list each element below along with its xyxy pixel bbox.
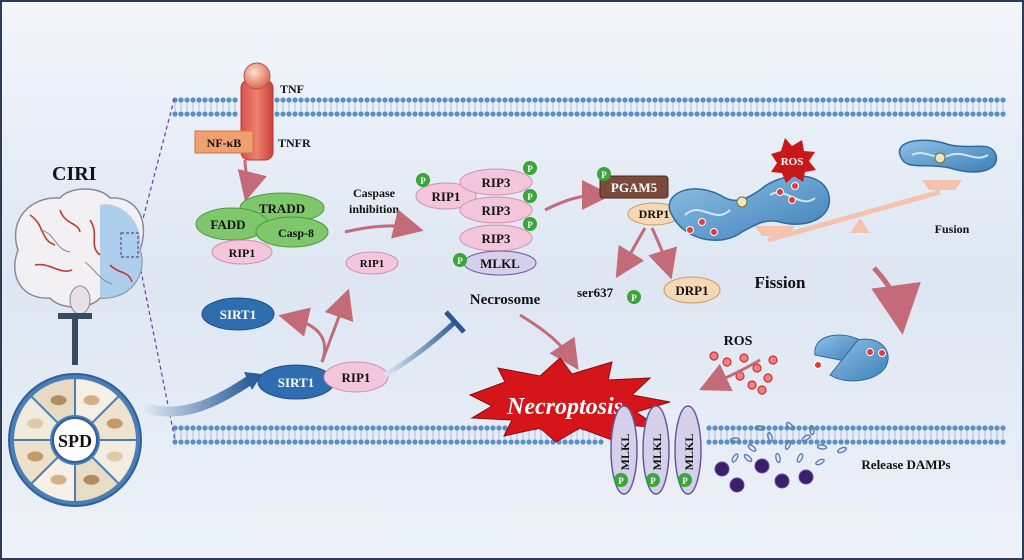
pgam5-label: PGAM5 (611, 180, 658, 195)
arrow-drp1-to-drp1 (648, 227, 678, 280)
drp1-node-free (663, 276, 721, 304)
inhibition-bar-spd-to-ciri (58, 313, 92, 365)
phospho-group-necrosome: P P P P P (416, 161, 537, 267)
fadd-label: FADD (210, 217, 245, 232)
phospho-dot-text: P (601, 170, 607, 180)
mlkl-pores (610, 405, 702, 495)
ros-burst-mito (771, 138, 816, 183)
arrow-receptor-to-complex (237, 159, 267, 202)
phospho-dot-text: P (631, 293, 637, 303)
rip1-node-free (345, 251, 399, 275)
phospho-dot: P (457, 256, 463, 266)
caspase-label-line2: inhibition (349, 202, 399, 216)
sirt1-label-upper: SIRT1 (220, 307, 256, 322)
fission-fusion-balance (755, 180, 962, 243)
arrow-necrosome-to-necroptosis (519, 313, 579, 370)
release-damps-label: Release DAMPs (861, 457, 950, 472)
sirt1-label-lower: SIRT1 (278, 375, 314, 390)
arrow-caspase-inhibition (344, 209, 424, 239)
spd-center (52, 417, 98, 463)
rip1-node-complex (211, 239, 273, 265)
phospho-dot-text: P (682, 476, 688, 486)
phospho-dot: P (527, 192, 533, 202)
arrow-to-damaged-mito (871, 266, 921, 335)
ros-label-burst: ROS (781, 156, 804, 168)
rip3-label-2: RIP3 (482, 203, 511, 218)
mlkl-pore-label-1: MLKL (618, 434, 632, 471)
phospho-dot: P (420, 176, 426, 186)
lower-membrane (172, 425, 1006, 445)
spd-activation-arrow (143, 375, 253, 417)
inhibition-line-to-necrosome (383, 320, 457, 378)
rip1-node-necrosome (415, 182, 477, 210)
fusion-label: Fusion (935, 222, 970, 236)
drp1-label-pgam5: DRP1 (639, 207, 670, 221)
arrow-drp1-to-ser637 (615, 227, 647, 279)
phospho-dot: P (527, 220, 533, 230)
ros-particles (709, 351, 778, 395)
tnfr-label: TNFR (278, 136, 311, 150)
mlkl-pore-label-3: MLKL (682, 434, 696, 471)
casp8-node (255, 216, 329, 248)
mitochondrion-fusion (898, 139, 998, 173)
necrosome-label: Necrosome (470, 292, 541, 308)
rip3-node-1 (459, 168, 533, 196)
tradd-label: TRADD (259, 201, 305, 216)
phospho-dot (597, 167, 611, 181)
spd-herbal-wheel (8, 373, 142, 507)
phospho-dot-text: P (618, 476, 624, 486)
mlkl-phospho-dots (614, 473, 692, 487)
rip3-label-3: RIP3 (482, 231, 511, 246)
rip1-label-free: RIP1 (360, 258, 384, 270)
phospho-dot-text: P (650, 476, 656, 486)
upper-membrane (172, 97, 1006, 117)
arrow-to-rip1-free (320, 288, 354, 363)
rip1-label-sirt1: RIP1 (342, 370, 371, 385)
arrow-ros-to-necroptosis (699, 358, 761, 391)
zoom-line-top (137, 95, 176, 239)
mitochondrion-fission (668, 175, 831, 241)
nfkb-box (194, 130, 254, 154)
phospho-dot: P (527, 164, 533, 174)
rip1-node-sirt1 (323, 361, 389, 393)
casp8-label: Casp-8 (278, 226, 314, 240)
rip3-label-1: RIP3 (482, 175, 511, 190)
rip1-label-complex: RIP1 (229, 246, 256, 260)
necroptosis-label: Necroptosis (506, 394, 623, 420)
drp1-label-free: DRP1 (675, 283, 708, 298)
ser637-label: ser637 (577, 285, 614, 300)
nfkb-label: NF-κB (207, 136, 242, 150)
caspase-label-line1: Caspase (353, 186, 396, 200)
ciri-label: CIRI (52, 163, 97, 185)
inhibition-bar-necrosome (444, 310, 466, 334)
mlkl-pore-label-2: MLKL (650, 434, 664, 471)
phospho-dot (627, 290, 641, 304)
rip3-node-2 (459, 196, 533, 224)
fission-label: Fission (754, 273, 806, 292)
arrow-necrosome-to-pgam5 (544, 180, 612, 212)
mlkl-label-necrosome: MLKL (480, 256, 520, 271)
tnf-label: TNF (280, 82, 304, 96)
damaged-mitochondrion (814, 334, 889, 382)
sirt1-node-upper (201, 297, 275, 331)
ros-label: ROS (724, 334, 753, 349)
rip1-label-necrosome: RIP1 (432, 189, 461, 204)
spd-label: SPD (58, 431, 92, 451)
damps-particles (714, 421, 847, 493)
brain-icon (14, 188, 145, 315)
pgam5-box (599, 175, 669, 199)
